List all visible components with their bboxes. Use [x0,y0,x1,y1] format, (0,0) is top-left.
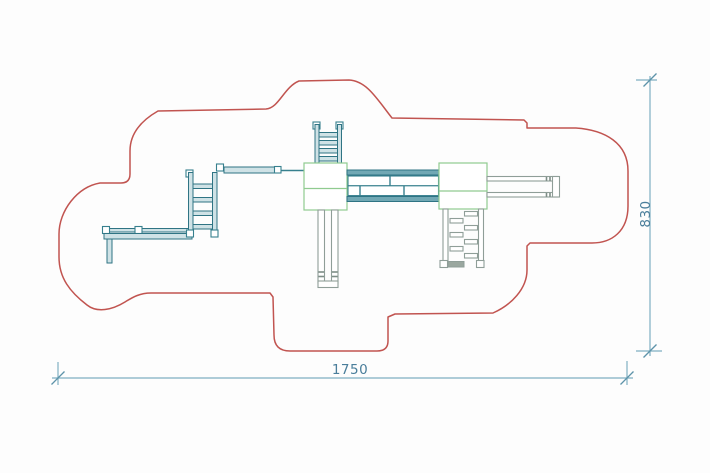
beam [223,166,277,174]
balance-beam-top-rail [103,228,191,233]
slide-end-cap [551,175,561,198]
climber-step [463,252,479,259]
ladder-rung [318,156,338,162]
connection-beam [215,163,304,174]
climber-cap [439,259,449,269]
tower-platform-left [303,162,348,211]
ladder-rail [337,124,342,164]
ladder-cap [185,229,195,238]
climber-step [463,224,479,231]
balance-beam-post-cap [101,225,111,235]
platform-deck [303,162,348,211]
bridge-rail-bottom [346,196,440,202]
climbing-wall-right [439,208,485,269]
slide-right [486,175,561,198]
ladder-rail [188,172,194,235]
slide-bottom [317,209,339,289]
ladder-rung [192,210,213,216]
beam-post-cap [215,163,225,172]
climber-step [449,217,464,224]
dimension-tick [620,371,634,385]
dimension-tick [51,371,65,385]
climber-step [449,245,464,252]
entry-ladder-top [312,121,344,164]
beam-post-cap [273,165,282,174]
ladder-rung [192,224,213,230]
safety-zone-path [58,79,629,352]
slide-rail [486,191,559,198]
climber-base-step [447,261,465,268]
bridge [346,169,440,202]
climber-rail [442,208,449,268]
ladder-rail [212,172,218,235]
climber-step [463,238,479,245]
balance-beam-walkway [103,233,193,240]
balance-beam-post-cap [134,225,143,235]
safety-zone-outline [58,79,629,352]
ladder-rung [192,197,213,203]
platform-deck [438,162,488,210]
dimension-tick [643,73,657,87]
climber-cap [475,259,485,269]
bridge-rail-top [346,169,440,176]
ladder-cap [210,229,219,238]
slide-end-cap [317,280,339,289]
slide-rail [486,175,559,182]
ladder-rung [192,183,213,189]
ladder-rung [318,140,338,146]
climber-step [449,231,464,238]
balance-beam-assembly [101,225,193,264]
climber-rail [477,208,485,268]
ladder-rung [318,132,338,138]
climber-step [463,210,479,217]
ladder-rail [314,124,320,164]
dimension-width: 1750 [51,361,634,385]
width-dimension-label: 1750 [332,362,368,378]
bridge-plank-row [347,185,440,197]
bridge-plank-row [347,175,440,187]
tower-platform-right [438,162,488,210]
climbing-ladder-left [185,169,219,238]
height-dimension-label: 830 [638,200,654,227]
dimension-tick [643,344,657,358]
ladder-rung [318,148,338,154]
balance-beam-end-post [106,238,113,264]
dimension-height: 830 [636,73,662,358]
